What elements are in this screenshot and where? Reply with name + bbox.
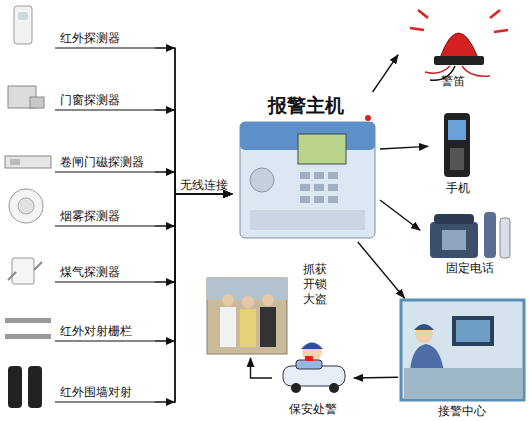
detector-node: 门窗探测器: [0, 70, 155, 110]
arrow-connector: [155, 194, 232, 341]
node-label: 煤气探测器: [60, 265, 155, 279]
node-label: 红外围墙对射: [60, 385, 155, 399]
capture-photo: [207, 278, 287, 354]
detector-node: 红外对射栅栏: [0, 301, 155, 341]
wall-beam-icon: [8, 366, 42, 408]
node-heading: 报警主机: [232, 94, 380, 116]
alarm-center-photo: [401, 300, 524, 400]
node-label: 警笛: [398, 74, 508, 88]
host-node: 报警主机: [232, 92, 380, 242]
arrow-connector: [380, 146, 428, 149]
arrow-connector: [380, 200, 420, 230]
shutter-detector-icon: [5, 156, 51, 168]
node-label: 红外探测器: [60, 31, 155, 45]
output-node: 警笛: [398, 2, 508, 90]
arrow-connector: [358, 242, 405, 298]
arrow-connector: [373, 55, 398, 92]
gas-detector-icon: [8, 258, 42, 284]
detector-node: 烟雾探测器: [0, 186, 155, 226]
detector-node: 红外探测器: [0, 8, 155, 48]
arrow-connector: [155, 194, 232, 402]
node-label: 门窗探测器: [60, 93, 155, 107]
arrow-connector: [251, 358, 273, 378]
detector-node: 红外围墙对射: [0, 362, 155, 402]
output-node: 接警中心: [398, 298, 526, 420]
label-underline: [55, 48, 155, 402]
node-label: 红外对射栅栏: [60, 324, 155, 338]
output-node: 固定电话: [420, 205, 520, 277]
arrow-connector: [155, 194, 232, 282]
node-label: 卷闸门磁探测器: [60, 155, 155, 169]
node-label: 抓获开锁大盗: [303, 262, 331, 307]
infrared-fence-icon: [5, 318, 51, 339]
mobile-phone-icon: [444, 113, 470, 177]
arrow-connector: [155, 110, 232, 194]
edge-label: 无线连接: [180, 178, 228, 192]
output-node: 保安处警: [272, 338, 354, 418]
infrared-detector-icon: [14, 6, 32, 44]
bus-arrowhead: [166, 44, 175, 406]
node-label: 接警中心: [398, 404, 526, 418]
node-label: 保安处警: [272, 402, 354, 416]
arrow-connector: [155, 48, 232, 194]
police-car-icon: [283, 342, 345, 393]
smoke-detector-icon: [9, 189, 43, 223]
node-label: 烟雾探测器: [60, 209, 155, 223]
output-node: 手机: [428, 105, 488, 197]
arrow-connector: [354, 377, 398, 379]
node-label: 手机: [428, 181, 488, 195]
door-window-detector-icon: [8, 86, 44, 108]
node-label: 固定电话: [420, 261, 520, 275]
siren-icon: [410, 10, 508, 80]
photo-node: 抓获开锁大盗: [205, 258, 335, 358]
arrow-connector: [155, 172, 232, 194]
alarm-host-device: [240, 115, 375, 238]
detector-node: 煤气探测器: [0, 242, 155, 282]
landline-phone-icon: [430, 212, 510, 258]
arrow-connector: [155, 194, 232, 226]
detector-node: 卷闸门磁探测器: [0, 132, 155, 172]
bus-line: [174, 48, 175, 402]
